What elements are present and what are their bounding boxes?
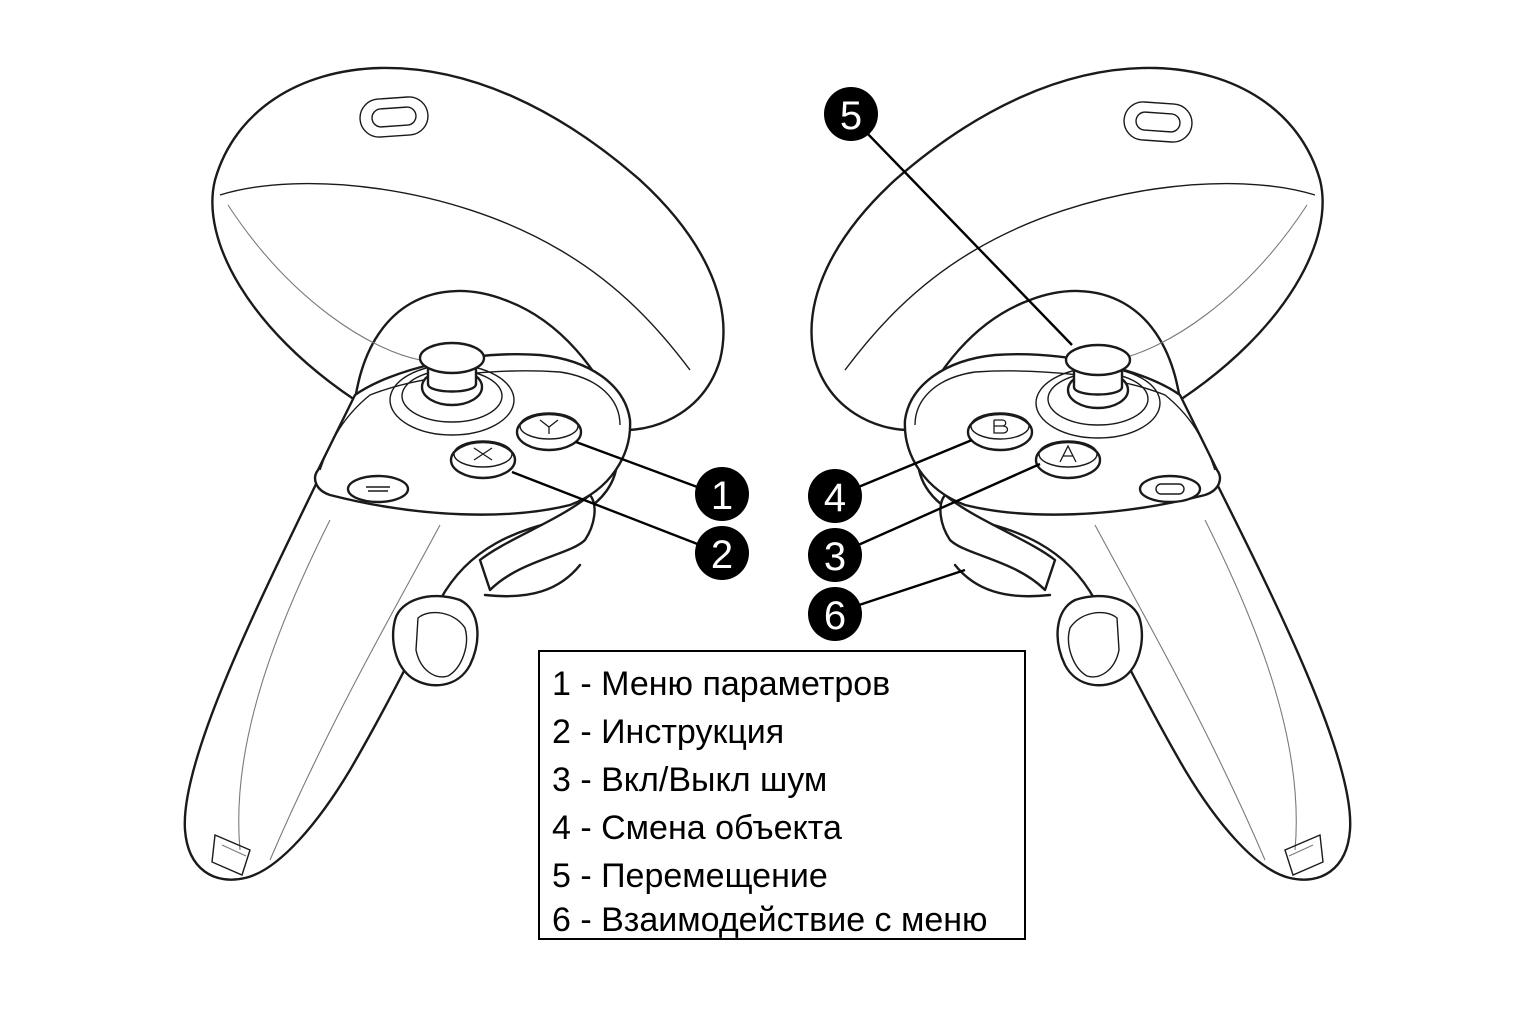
leader-line-4 <box>855 438 973 490</box>
svg-text:3: 3 <box>824 535 846 579</box>
legend-box: 1 - Меню параметров 2 - Инструкция 3 - В… <box>538 650 1026 940</box>
leader-line-1 <box>575 440 701 490</box>
legend-item-5: 5 - Перемещение <box>552 857 828 895</box>
svg-text:1: 1 <box>711 474 733 518</box>
right-controller <box>810 66 1352 881</box>
badge-3: 3 <box>808 528 862 582</box>
left-trigger <box>478 493 596 592</box>
right-oculus-button <box>1138 474 1202 504</box>
right-a-button <box>1034 440 1102 480</box>
legend-item-2: 2 - Инструкция <box>552 713 785 751</box>
legend-item-1: 1 - Меню параметров <box>552 665 891 703</box>
legend-item-3: 3 - Вкл/Выкл шум <box>552 761 828 799</box>
left-x-button <box>449 440 517 480</box>
badge-6: 6 <box>808 587 862 641</box>
badge-4: 4 <box>808 469 862 523</box>
svg-text:5: 5 <box>840 94 862 138</box>
left-face-plate <box>314 353 632 516</box>
right-face-plate <box>903 353 1221 516</box>
svg-text:4: 4 <box>824 476 846 520</box>
legend-item-6: 6 - Взаимодействие с меню <box>552 901 988 939</box>
left-ring-slot <box>359 96 429 138</box>
leader-line-6 <box>855 568 966 608</box>
right-tracking-ring <box>810 66 1324 432</box>
right-thumbstick <box>1035 343 1161 439</box>
legend-item-4: 4 - Смена объекта <box>552 809 842 847</box>
right-ring-slot <box>1123 101 1193 143</box>
leader-line-2 <box>511 470 701 547</box>
right-b-button <box>966 412 1034 452</box>
svg-text:2: 2 <box>711 533 733 577</box>
leader-line-3 <box>855 462 1041 548</box>
svg-text:6: 6 <box>824 594 846 638</box>
left-grip-button <box>391 594 479 687</box>
left-tracking-ring <box>211 66 725 432</box>
right-grip-button <box>1056 594 1144 687</box>
left-y-button <box>515 412 583 452</box>
left-controller <box>183 66 725 881</box>
badge-2: 2 <box>695 526 749 580</box>
badge-5: 5 <box>824 87 878 141</box>
left-menu-button <box>346 474 410 504</box>
leader-line-5 <box>865 131 1073 346</box>
left-thumbstick <box>389 341 515 436</box>
badge-1: 1 <box>695 467 749 521</box>
